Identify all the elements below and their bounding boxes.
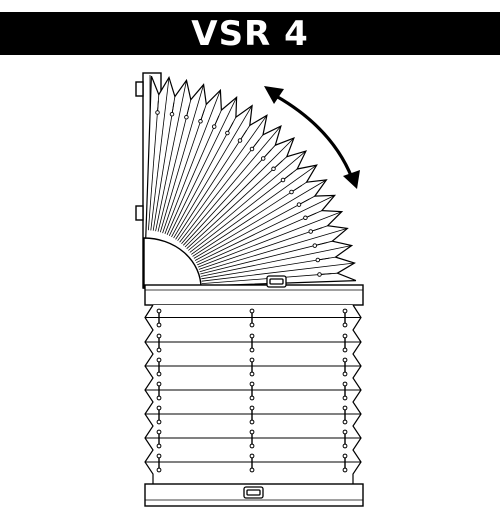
fan-fold-line	[168, 97, 237, 236]
handle-icon	[243, 486, 264, 499]
pleated-body	[144, 304, 362, 484]
cord-guide-icon	[198, 109, 205, 124]
title-bar: VSR 4	[0, 12, 500, 55]
fan-fold-line	[198, 225, 328, 270]
fan-fold-line	[196, 195, 335, 264]
fan-fold-line	[148, 94, 160, 231]
cord-guide-icon	[249, 308, 255, 328]
fan-fold-line	[191, 164, 317, 255]
fan-fold-line	[200, 240, 333, 275]
fan-fold-line	[197, 210, 323, 266]
cord-guide-icon	[271, 160, 283, 172]
fan-fold-line	[181, 125, 282, 244]
cord-guide-icon	[169, 102, 175, 117]
cord-guide-icon	[342, 453, 348, 473]
cord-guide-icon	[342, 357, 348, 377]
fan-fold-line	[189, 168, 298, 253]
cord-guide-icon	[303, 212, 317, 221]
fan-pleats	[143, 75, 357, 289]
fan-fold-line	[184, 137, 295, 248]
fan-fold-line	[200, 245, 352, 277]
fan-fold-line	[186, 156, 288, 249]
pleat-right-edge	[352, 304, 362, 484]
cord-guide-icon	[237, 130, 247, 143]
cord-guide-icon	[156, 429, 162, 449]
cord-guide-icon	[280, 172, 293, 183]
cord-guide-icon	[156, 357, 162, 377]
fan-fold-line	[179, 134, 264, 243]
cord-guide-icon	[308, 227, 323, 234]
cord-guide-icon	[211, 115, 220, 129]
fan-fold-line	[157, 99, 192, 232]
cord-guide-icon	[342, 308, 348, 328]
fan-fold-line	[192, 181, 307, 257]
cord-guide-icon	[249, 333, 255, 353]
fan-fold-line	[152, 96, 176, 231]
cord-guide-icon	[342, 429, 348, 449]
cord-guide-icon	[249, 429, 255, 449]
cord-guide-icon	[249, 381, 255, 401]
fan-fold-line	[164, 90, 221, 235]
fan-fold-line	[159, 84, 204, 233]
cord-guide-icon	[249, 139, 260, 152]
cord-guide-icon	[342, 333, 348, 353]
fan-fold-line	[201, 256, 336, 280]
cord-guide-icon	[155, 100, 160, 115]
cord-guide-icon	[342, 405, 348, 425]
fan-fold-line	[171, 117, 237, 238]
cord-guide-icon	[260, 149, 272, 161]
cord-guide-icon	[342, 381, 348, 401]
cord-guide-icon	[156, 333, 162, 353]
fan-fold-line	[183, 144, 276, 246]
cord-guide-icon	[312, 242, 327, 248]
pleated-body-fill	[145, 305, 361, 484]
cord-guide-icon	[156, 405, 162, 425]
page-title: VSR 4	[191, 13, 309, 54]
fan-hub	[143, 237, 202, 289]
cord-guide-icon	[296, 198, 310, 207]
cord-guide-icon	[156, 381, 162, 401]
fan-fold-line	[177, 115, 268, 241]
cord-guide-icon	[249, 357, 255, 377]
fan-fold-line	[166, 109, 222, 235]
fan-fold-line	[155, 80, 187, 232]
cord-guide-icon	[315, 257, 330, 263]
fan-fold-line	[194, 195, 315, 261]
top-rail	[144, 284, 364, 306]
fan-fold-line	[162, 104, 207, 234]
cord-guide-icon	[317, 272, 332, 277]
fan-fold-line	[150, 77, 170, 231]
handle-icon	[266, 275, 287, 288]
cord-guide-icon	[156, 308, 162, 328]
fan-fold-line	[175, 125, 251, 240]
cord-guide-icon	[156, 453, 162, 473]
cord-guide-icon	[289, 185, 302, 195]
cord-guide-icon	[249, 405, 255, 425]
fan-fold-line	[201, 262, 355, 282]
pleat-left-edge	[144, 304, 154, 484]
fan-fold-line	[199, 228, 348, 273]
cord-guide-icon	[249, 453, 255, 473]
fan-fold-line	[193, 179, 327, 259]
fan-fold-line	[188, 150, 307, 251]
double-headed-arc-arrow-icon	[264, 86, 360, 189]
fan-fold-line	[173, 105, 253, 239]
cord-guide-icon	[184, 105, 190, 120]
cord-guide-icon	[225, 122, 234, 136]
fan-fold-line	[197, 211, 342, 268]
